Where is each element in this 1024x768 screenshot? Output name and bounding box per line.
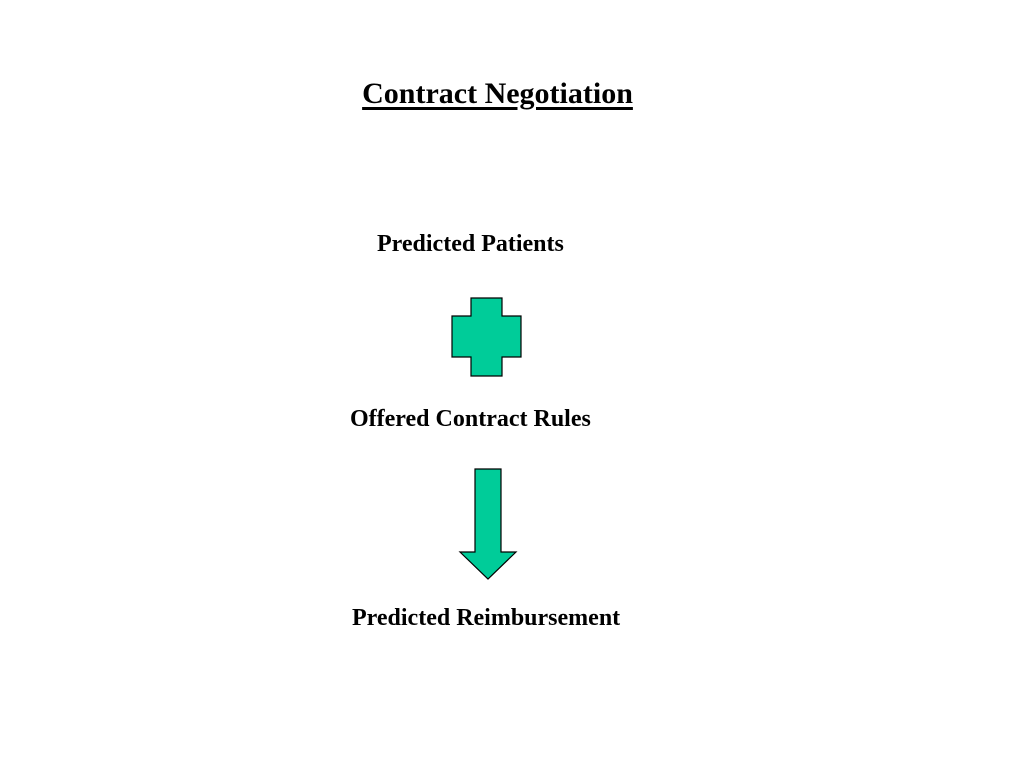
page-title: Contract Negotiation (362, 77, 633, 110)
arrow-down-icon (458, 468, 518, 580)
plus-shape-body (451, 297, 522, 377)
step-label-predicted-patients: Predicted Patients (377, 231, 564, 257)
arrow-shape-body (458, 468, 518, 580)
plus-icon (451, 297, 522, 377)
step-label-offered-contract-rules: Offered Contract Rules (350, 406, 591, 432)
step-label-predicted-reimbursement: Predicted Reimbursement (352, 605, 621, 631)
